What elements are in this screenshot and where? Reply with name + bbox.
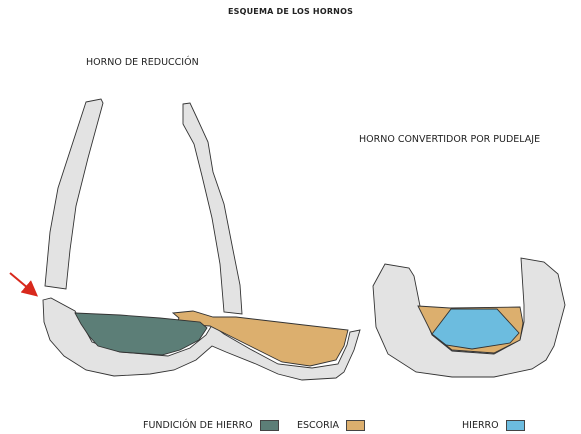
puddling-basin-wall <box>372 257 566 378</box>
legend-item-iron: HIERRO <box>462 418 525 432</box>
legend-label: ESCORIA <box>297 419 340 431</box>
reduction-hearth-wall <box>42 297 361 381</box>
puddling-furnace-label: HORNO CONVERTIDOR POR PUDELAJE <box>359 134 541 145</box>
legend-label: FUNDICIÓN DE HIERRO <box>143 419 253 431</box>
reduction-left-chimney-wall <box>44 98 104 290</box>
legend-label: HIERRO <box>462 419 499 431</box>
reduction-furnace-label: HORNO DE REDUCCIÓN <box>86 57 199 68</box>
reduction-right-chimney-wall <box>182 102 243 315</box>
reduction-cast-iron <box>74 312 208 356</box>
legend-swatch-slag <box>346 419 366 431</box>
legend-item-cast-iron: FUNDICIÓN DE HIERRO <box>143 418 279 432</box>
diagram-title: ESQUEMA DE LOS HORNOS <box>227 7 354 16</box>
red-arrow <box>9 272 39 297</box>
legend-swatch-cast-iron <box>259 419 279 431</box>
legend-item-slag: ESCORIA <box>297 418 366 432</box>
puddling-iron <box>431 308 520 350</box>
legend-swatch-iron <box>505 419 525 431</box>
